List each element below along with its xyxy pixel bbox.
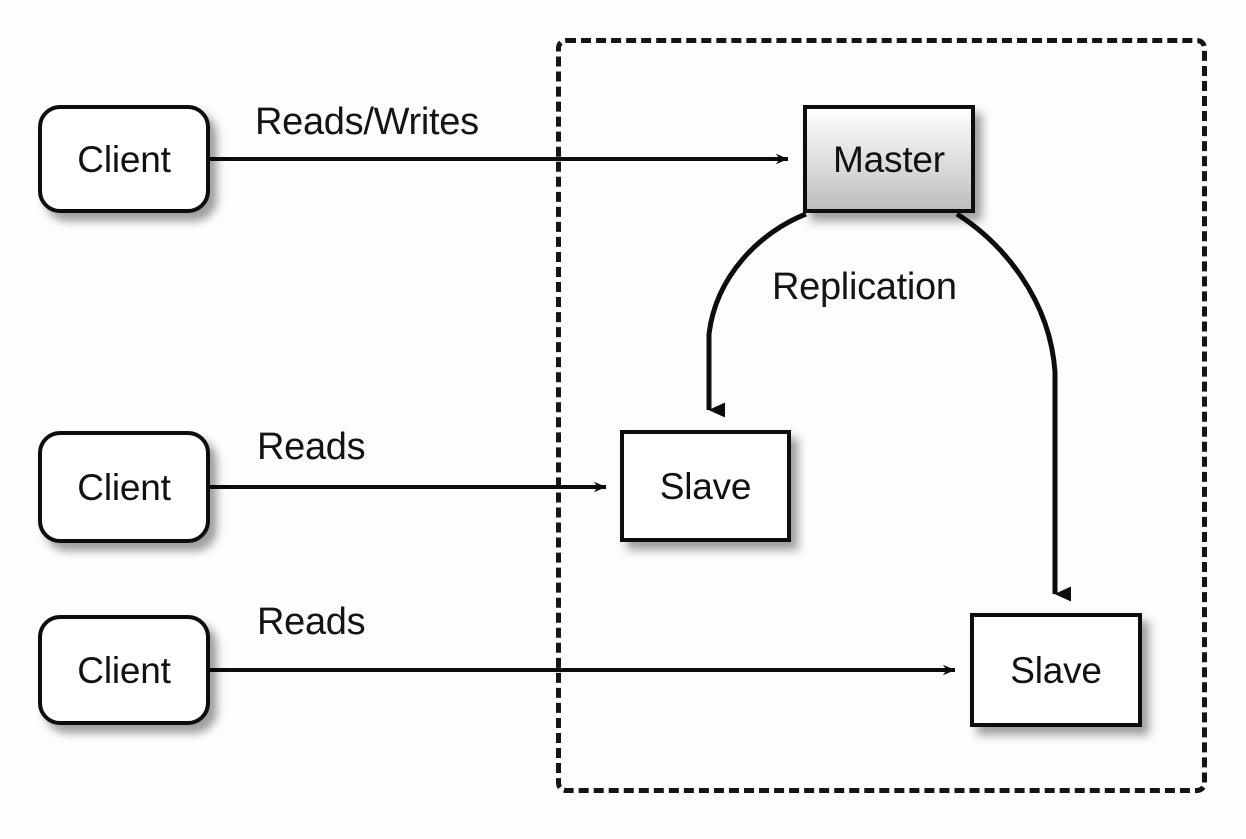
node-client-3-label: Client: [77, 649, 171, 691]
edge-label-replication: Replication: [772, 266, 957, 308]
node-slave-2-label: Slave: [1010, 649, 1102, 691]
node-master-label: Master: [833, 138, 945, 180]
edge-label-reads-2: Reads: [257, 601, 366, 643]
node-slave-2[interactable]: Slave: [970, 613, 1142, 727]
node-client-2-label: Client: [77, 466, 171, 508]
node-master[interactable]: Master: [803, 105, 975, 213]
node-slave-1-label: Slave: [659, 465, 752, 507]
server-cluster-boundary: [556, 38, 1207, 793]
node-client-2[interactable]: Client: [38, 431, 210, 543]
node-client-1[interactable]: Client: [38, 105, 210, 213]
node-client-3[interactable]: Client: [38, 615, 210, 725]
edge-label-reads-writes: Reads/Writes: [255, 101, 479, 143]
node-client-1-label: Client: [77, 138, 171, 180]
edge-label-reads-1: Reads: [257, 426, 366, 468]
node-slave-1[interactable]: Slave: [620, 430, 791, 542]
